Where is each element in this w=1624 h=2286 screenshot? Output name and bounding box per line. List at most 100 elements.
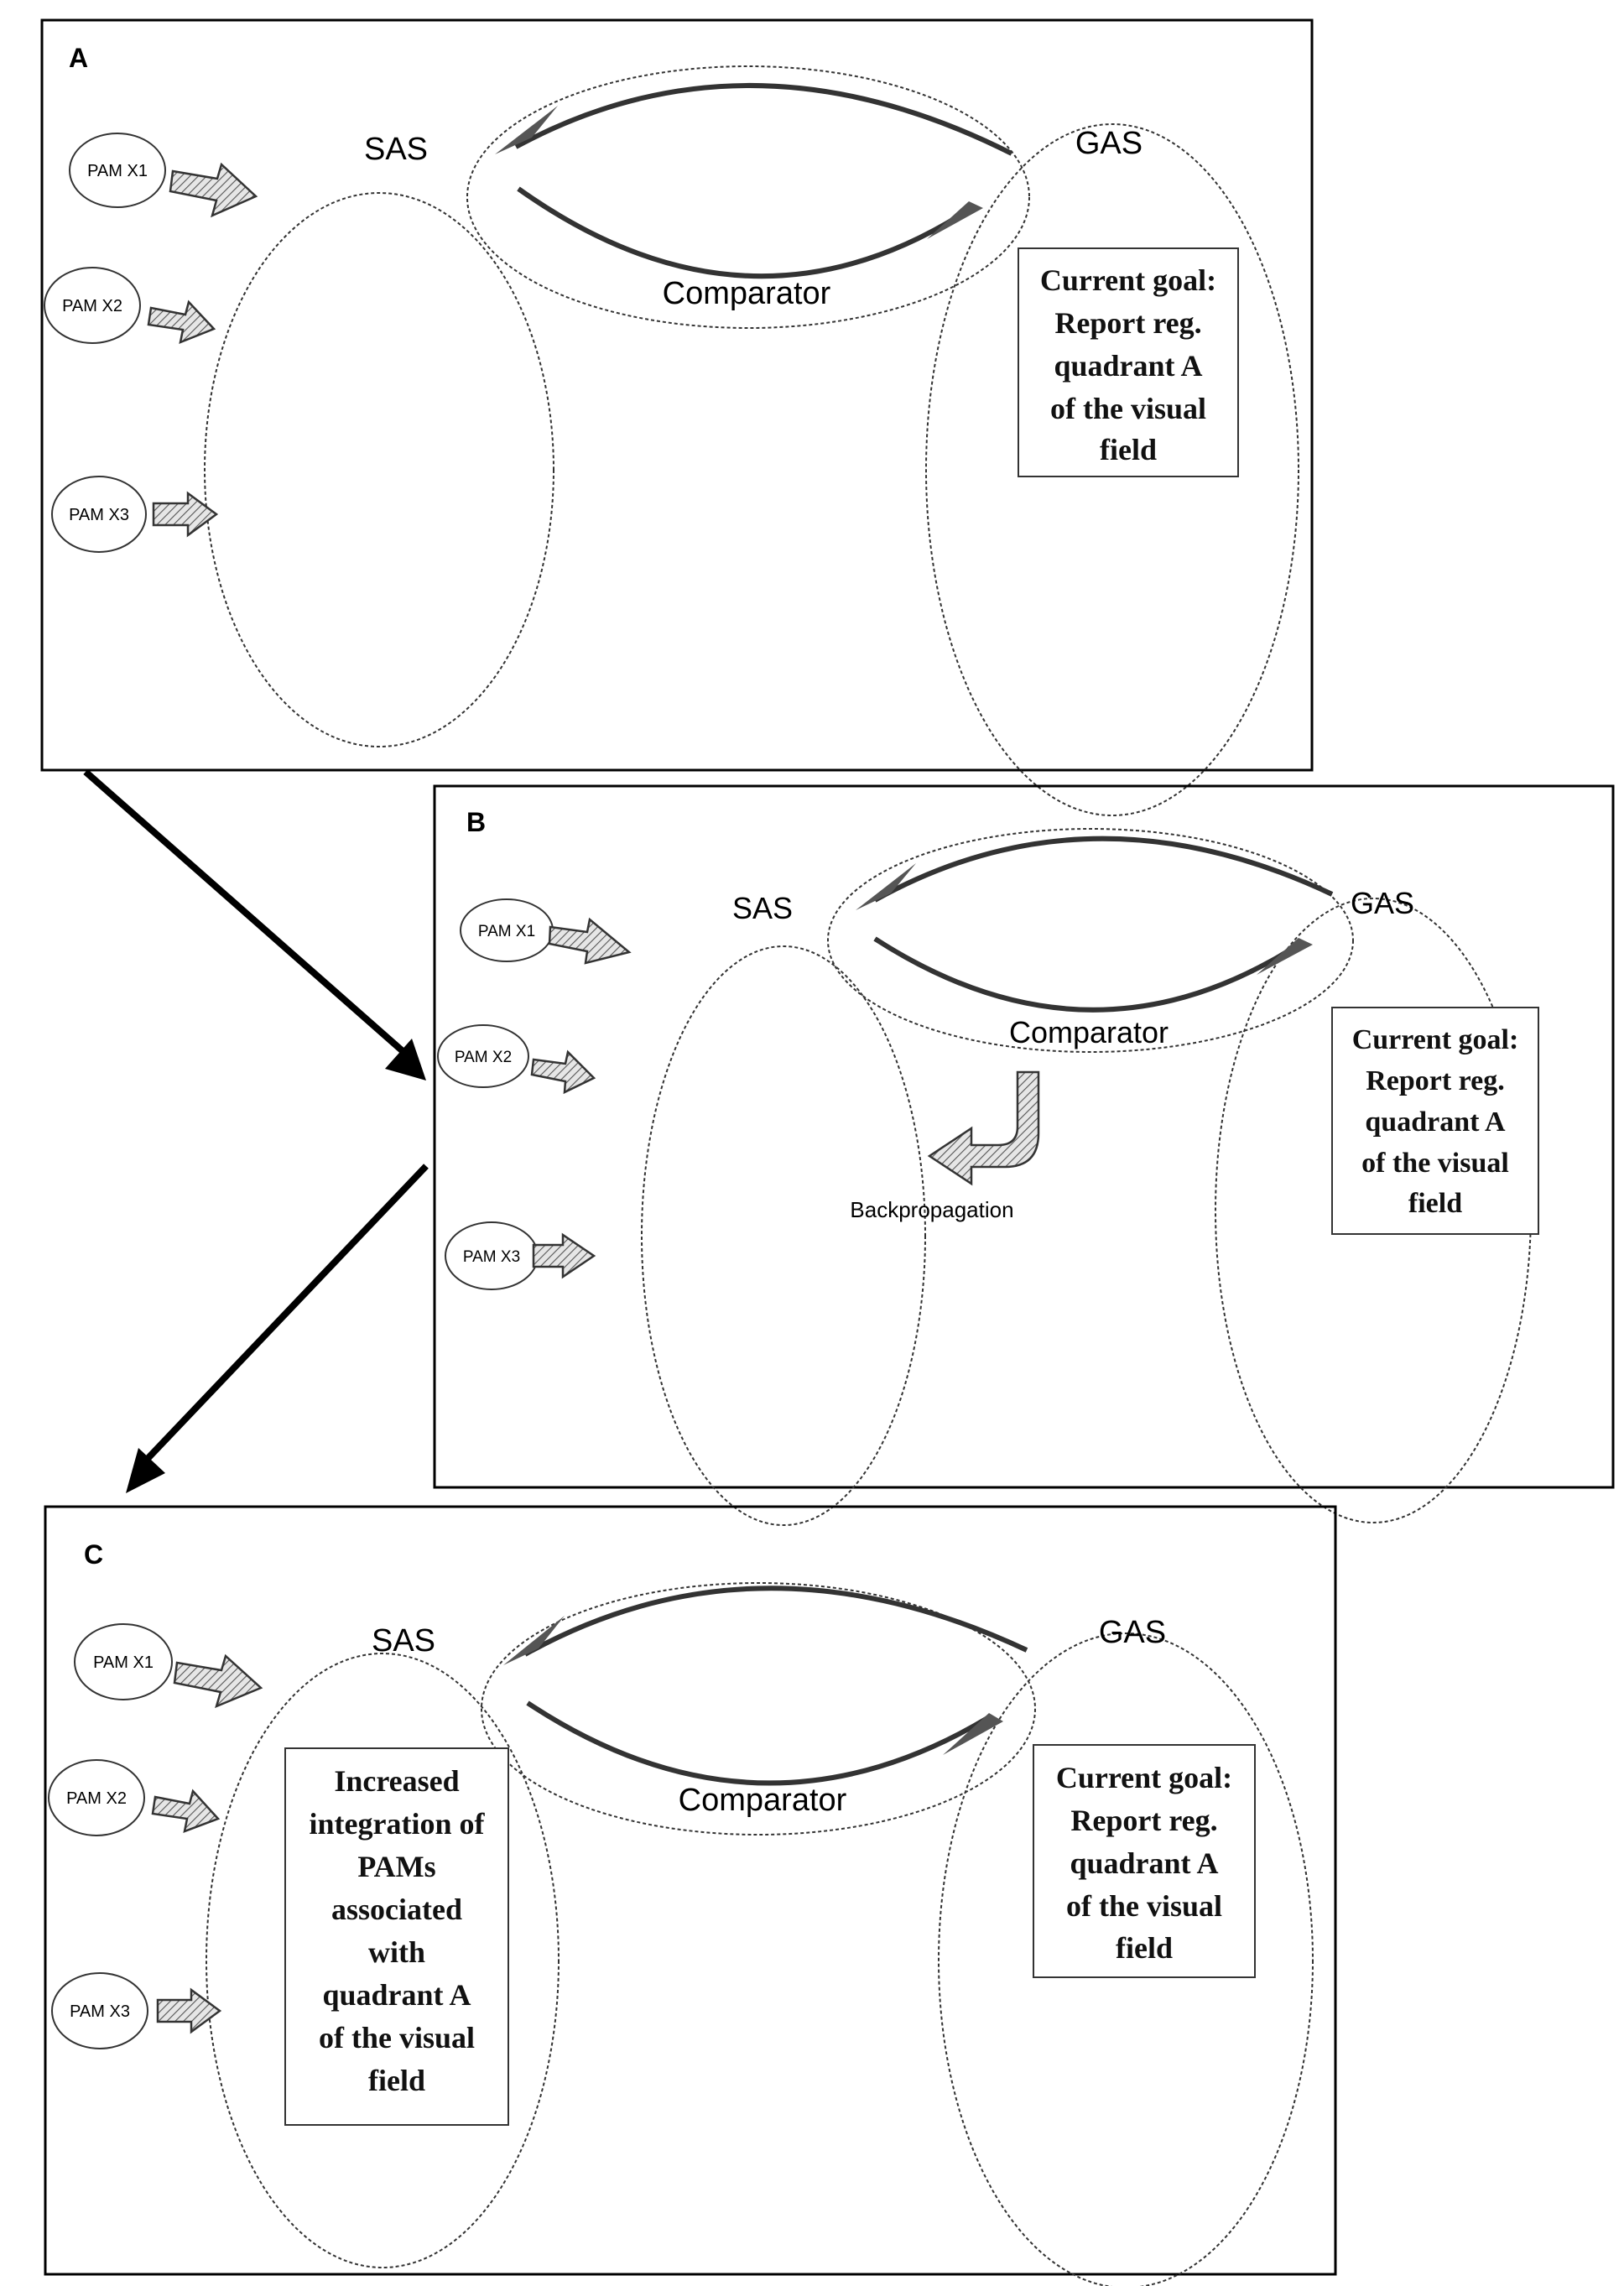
arrow-b-to-c: [140, 1164, 429, 1466]
goal-line-1: Current goal:: [1056, 1761, 1232, 1794]
panel-label: C: [84, 1539, 103, 1570]
pam-x1: PAM X1: [460, 898, 632, 965]
integration-line-8: field: [368, 2064, 425, 2097]
sas-ellipse: [204, 192, 554, 747]
integration-line-3: PAMs: [357, 1850, 435, 1883]
pam-label: PAM X1: [87, 162, 148, 180]
input-arrow: [169, 162, 258, 218]
pam-label: PAM X2: [455, 1049, 512, 1066]
loop-arrowhead-left: [495, 106, 558, 154]
pam-node: [51, 1972, 148, 2049]
integration-box-frame: [284, 1747, 509, 2126]
panel-a: A SAS GAS Comparator PAM X1 PAM X2 PAM X…: [40, 18, 1314, 816]
input-arrow: [156, 1987, 222, 2034]
pam-label: PAM X1: [478, 923, 535, 940]
panel-frame: [40, 18, 1314, 772]
comparator-loop-bottom: [517, 186, 971, 279]
gas-ellipse: [938, 1632, 1314, 2286]
backpropagation-arrow: [927, 1070, 1040, 1186]
input-arrow: [530, 1049, 596, 1095]
pam-node: [51, 476, 147, 553]
pam-node: [44, 267, 141, 344]
pam-x2: PAM X2: [48, 1759, 221, 1836]
goal-line-5: field: [1116, 1931, 1173, 1965]
goal-line-1: Current goal:: [1352, 1024, 1519, 1055]
pam-x1: PAM X1: [74, 1623, 263, 1709]
goal-line-1: Current goal:: [1040, 263, 1216, 297]
panel-frame: [433, 784, 1615, 1489]
comparator-label: Comparator: [663, 276, 831, 311]
arrow-a-to-b-head: [385, 1039, 426, 1081]
goal-box-frame: [1033, 1744, 1256, 1978]
sas-integration-box: Increased integration of PAMs associated…: [284, 1747, 509, 2126]
input-arrow: [548, 917, 632, 965]
goal-line-5: field: [1408, 1188, 1462, 1219]
loop-arrowhead-right: [943, 1713, 1003, 1755]
loop-arrowhead-right: [1257, 938, 1313, 975]
goal-line-3: quadrant A: [1365, 1107, 1506, 1138]
pam-x3: PAM X3: [51, 1972, 222, 2049]
arrow-a-to-b: [83, 768, 412, 1060]
pam-label: PAM X3: [463, 1248, 520, 1266]
comparator-ellipse: [481, 1582, 1036, 1836]
pam-x1: PAM X1: [69, 133, 258, 218]
gas-ellipse: [925, 123, 1299, 816]
gas-label: GAS: [1075, 126, 1143, 161]
integration-line-4: associated: [331, 1893, 462, 1926]
goal-line-3: quadrant A: [1054, 349, 1202, 383]
pam-node: [69, 133, 166, 208]
pam-x2: PAM X2: [437, 1024, 596, 1095]
pam-x2: PAM X2: [44, 267, 216, 345]
goal-line-4: of the visual: [1066, 1889, 1222, 1923]
comparator-loop-bottom: [526, 1700, 991, 1786]
input-arrow: [151, 1789, 221, 1833]
comparator-ellipse: [466, 65, 1030, 329]
input-arrow: [152, 491, 219, 538]
comparator-ellipse: [827, 828, 1354, 1053]
integration-line-7: of the visual: [319, 2021, 475, 2054]
comparator-label: Comparator: [679, 1783, 847, 1818]
panel-label: B: [466, 807, 486, 837]
goal-line-5: field: [1100, 433, 1157, 466]
loop-arrowhead-left: [503, 1616, 565, 1665]
goal-box-frame: [1331, 1007, 1539, 1235]
comparator-loop-top: [873, 836, 1334, 903]
input-arrow: [532, 1232, 596, 1279]
sas-label: SAS: [364, 132, 428, 167]
goal-line-2: Report reg.: [1366, 1065, 1505, 1096]
goal-line-3: quadrant A: [1070, 1846, 1218, 1880]
sas-ellipse: [641, 945, 926, 1526]
gas-label: GAS: [1099, 1615, 1166, 1650]
arrow-b-to-c-head: [126, 1448, 165, 1493]
integration-line-5: with: [368, 1935, 425, 1969]
pam-label: PAM X2: [62, 297, 122, 315]
sas-ellipse: [206, 1653, 560, 2268]
comparator-loop-top: [523, 1586, 1028, 1657]
loop-arrowhead-left: [856, 863, 916, 910]
pam-node: [437, 1024, 529, 1088]
goal-line-2: Report reg.: [1054, 306, 1201, 340]
integration-line-2: integration of: [310, 1807, 486, 1841]
loop-arrowhead-right: [927, 201, 983, 239]
pam-x3: PAM X3: [445, 1221, 596, 1290]
input-arrow: [173, 1653, 263, 1709]
pam-label: PAM X2: [66, 1789, 127, 1808]
goal-line-4: of the visual: [1361, 1148, 1509, 1179]
comparator-label: Comparator: [1009, 1015, 1169, 1049]
panel-label: A: [69, 43, 88, 73]
goal-box-frame: [1018, 247, 1239, 477]
panel-frame: [44, 1505, 1337, 2276]
panel-c: C SAS GAS Comparator PAM X1 PAM X2 PAM X…: [44, 1505, 1337, 2286]
sas-label: SAS: [372, 1623, 435, 1659]
gas-goal-box: Current goal: Report reg. quadrant A of …: [1331, 1007, 1539, 1235]
goal-line-2: Report reg.: [1070, 1804, 1217, 1837]
pam-x3: PAM X3: [51, 476, 219, 553]
integration-line-1: Increased: [334, 1764, 459, 1798]
comparator-loop-bottom: [873, 936, 1300, 1013]
pam-label: PAM X3: [70, 2002, 130, 2021]
pam-label: PAM X3: [69, 506, 129, 524]
backpropagation-label: Backpropagation: [850, 1197, 1013, 1222]
panel-b: B SAS GAS Comparator Backpropagation PAM…: [433, 784, 1615, 1526]
gas-goal-box: Current goal: Report reg. quadrant A of …: [1018, 247, 1239, 477]
